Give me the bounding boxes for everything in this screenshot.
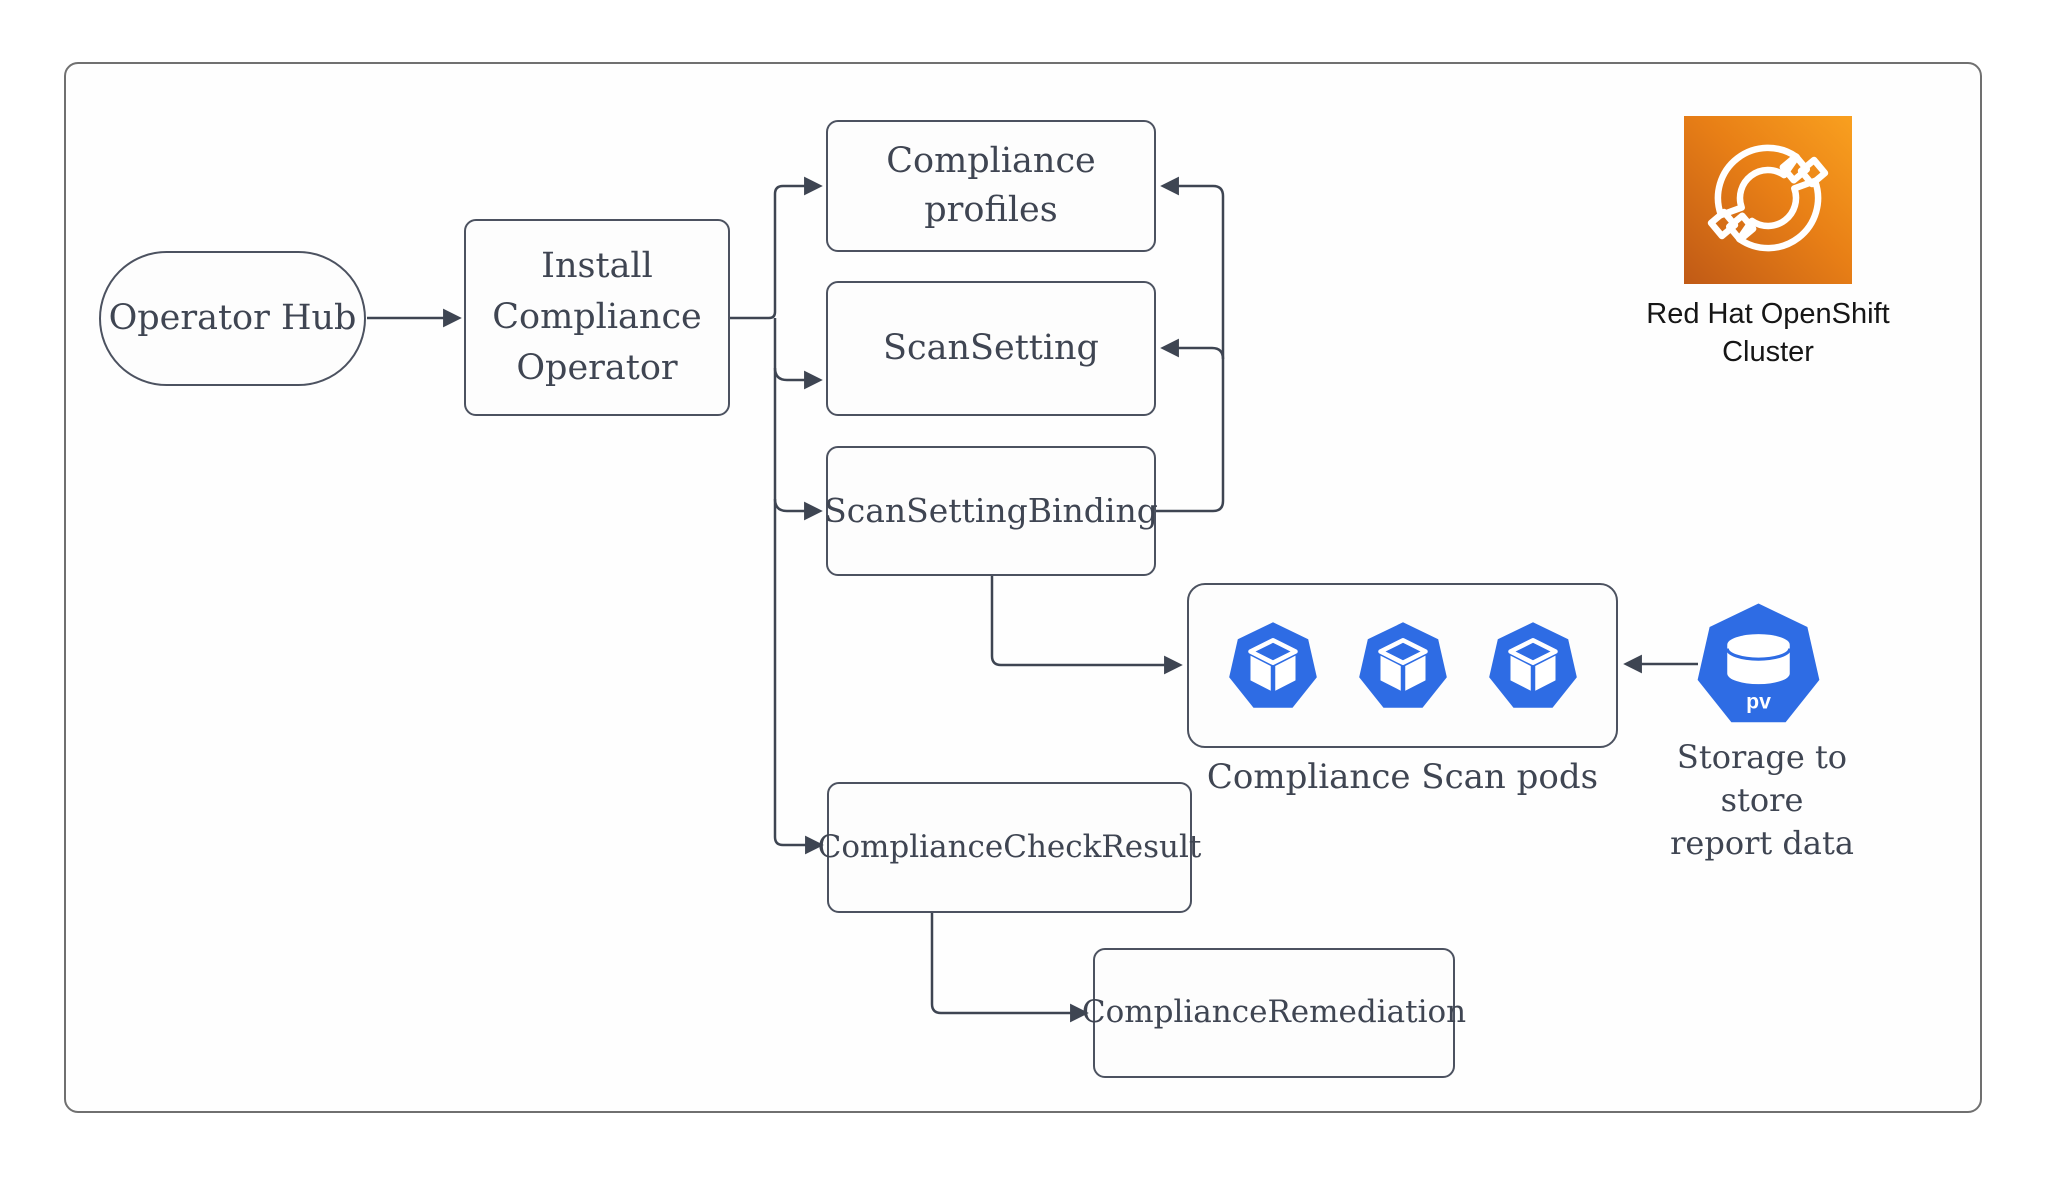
compliance-scan-pods-label: Compliance Scan pods: [1206, 757, 1599, 797]
node-scansettingbinding: ScanSettingBinding: [824, 446, 1158, 576]
node-compliance-scan-pods: [1187, 583, 1618, 748]
pod-icon-row: [1189, 585, 1616, 746]
node-scansetting: ScanSetting: [826, 281, 1156, 416]
node-compliance-profiles: Compliance profiles: [826, 120, 1156, 252]
kubernetes-pod-icon: [1358, 622, 1447, 708]
kubernetes-pod-icon: [1488, 622, 1577, 708]
node-complianceremediation: ComplianceRemediation: [1082, 948, 1466, 1078]
node-compliancecheckresult: ComplianceCheckResult: [818, 782, 1201, 913]
pv-badge: pv: [1746, 690, 1771, 714]
persistent-volume-icon: pv: [1697, 603, 1820, 723]
kubernetes-pod-icon: [1228, 622, 1317, 708]
node-operator-hub: Operator Hub: [99, 251, 366, 386]
node-install-compliance-operator: Install Compliance Operator: [464, 219, 730, 416]
openshift-cluster-label: Red Hat OpenShift Cluster: [1646, 298, 1890, 368]
storage-label: Storage to store report data: [1670, 738, 1854, 863]
openshift-logo: [1684, 116, 1852, 284]
